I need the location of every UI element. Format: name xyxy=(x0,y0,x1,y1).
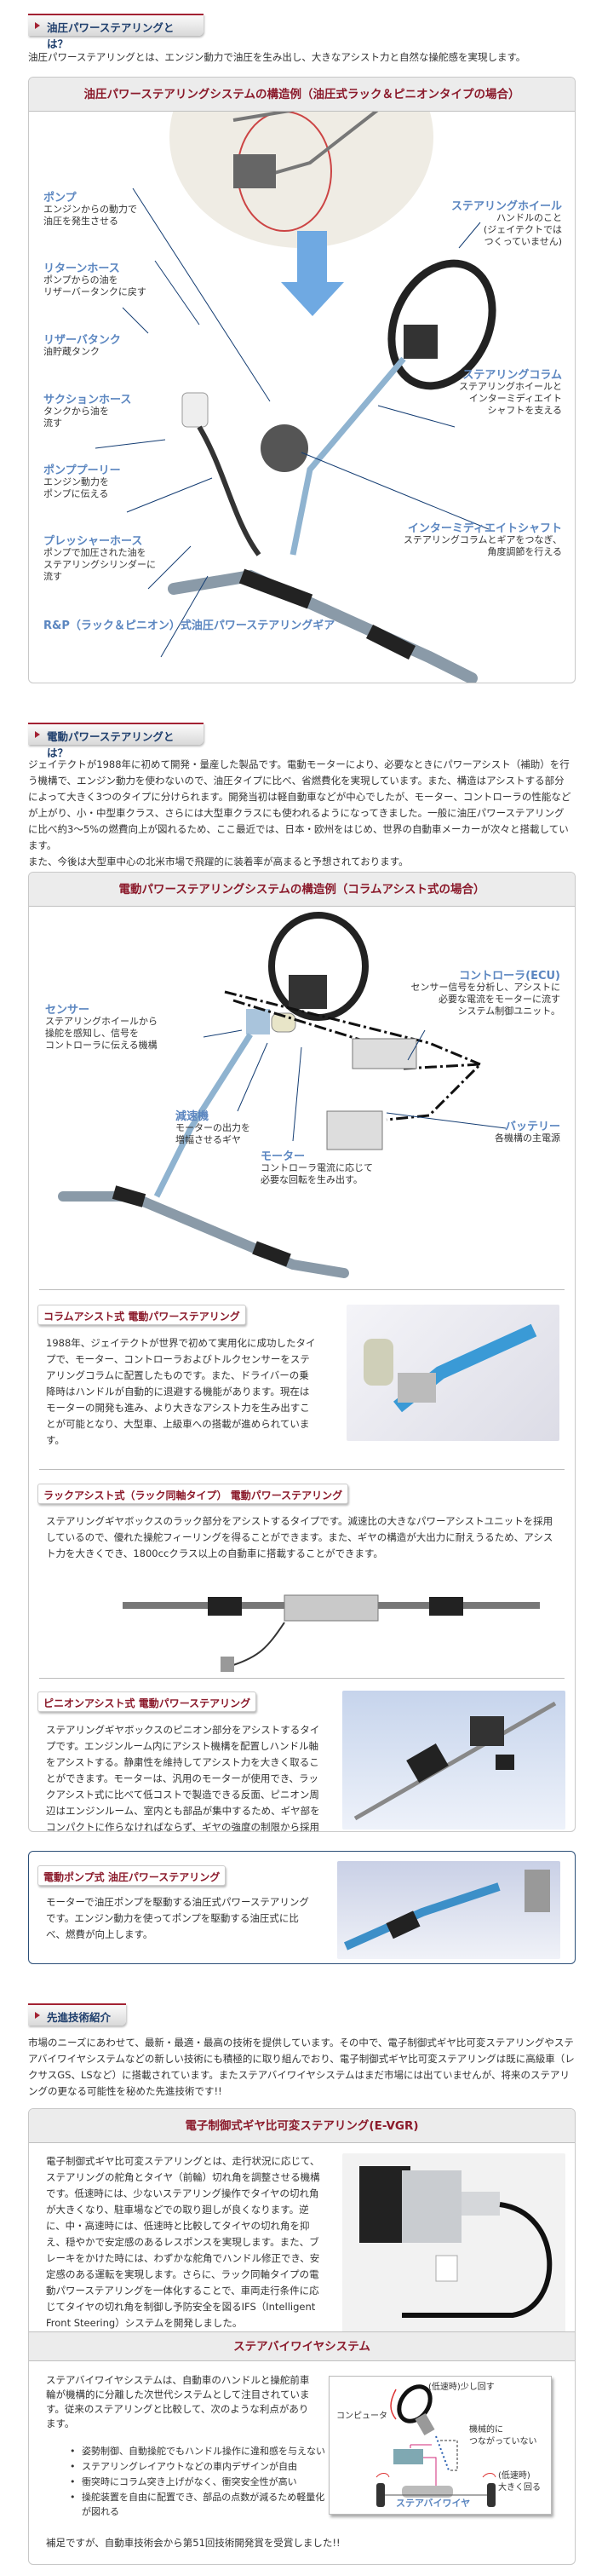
steering-wheel-image xyxy=(387,259,496,390)
column-assist-text: 1988年、ジェイテクトが世界で初めて実用化に成功したタイプで、モーター、コント… xyxy=(46,1337,316,1446)
car-cutaway-image xyxy=(169,112,433,248)
computer-box-icon xyxy=(393,2449,423,2464)
electric-paragraph: ジェイテクトが1988年に初めて開発・量産した製品です。電動モーターにより、必要… xyxy=(28,757,573,870)
sbw-text: ステアバイワイヤシステムは、自動車のハンドルと操舵前車輪が機構的に分離した次世代… xyxy=(46,2374,310,2429)
label-pump-pulley-title: ポンププーリー xyxy=(43,464,121,477)
electric-pump-text: モーターで油圧ポンプを駆動する油圧式パワーステアリングです。エンジン動力を使って… xyxy=(46,1896,309,1940)
label-pump-title: ポンプ xyxy=(43,192,77,205)
label-intermediate-shaft-text: ステアリングコラムとギアをつなぎ、 角度調節を行える xyxy=(403,534,562,557)
sbw-wheel-turn-label: (低速時) 大きく回る xyxy=(498,2471,541,2492)
sbw-award-note: 補足ですが、自動車技術会から第51回技術開発賞を受賞しました!! xyxy=(46,2537,341,2549)
sbw-figure: (低速時)少し回す コンピュータ 機械的に つながっていない (低速時) 大きく… xyxy=(329,2376,552,2515)
label-pressure-hose-title: プレッシャーホース xyxy=(43,535,143,548)
column-shaft-image xyxy=(290,356,406,556)
electric-system-illustration: コントローラ(ECU) センサー信号を分析し、アシストに 必要な電流をモーターに… xyxy=(29,907,575,1282)
pinion-assist-text-body: ステアリングギヤボックスのピニオン部分をアシストするタイプです。エンジンルーム内… xyxy=(46,1724,320,1832)
label-return-hose-text: ポンプからの油を リザーバータンクに戻す xyxy=(43,274,146,297)
down-arrow-icon xyxy=(281,231,344,316)
column-assist-badge: コラムアシスト式 電動パワーステアリング xyxy=(37,1305,246,1325)
label-reducer-text: モーターの出力を 増幅させるギヤ xyxy=(175,1122,250,1145)
sbw-not-connected-label: 機械的に つながっていない xyxy=(469,2425,537,2446)
advanced-tech-paragraph: 市場のニーズにあわせて、最新・最適・最高の技術を提供しています。その中で、電子制… xyxy=(28,2037,575,2097)
label-pump-pulley-text: エンジン動力を ポンプに伝える xyxy=(43,476,109,499)
electric-system-drawing xyxy=(58,912,507,1278)
label-motor-title: モーター xyxy=(261,1150,306,1163)
label-rp-gear-title: R&P（ラック＆ピニオン）式油圧パワーステアリングギア xyxy=(43,620,335,632)
divider xyxy=(39,1678,565,1679)
label-pressure-hose-text: ポンプで加圧された油を ステアリングシリンダーに 流す xyxy=(43,547,156,582)
electric-pump-photo xyxy=(337,1861,560,1959)
rack-assist-text: ステアリングギヤボックスのラック部分をアシストするタイプです。減速比の大きなパワ… xyxy=(46,1515,553,1559)
pinion-assist-text: ステアリングギヤボックスのピニオン部分をアシストするタイプです。エンジンルーム内… xyxy=(46,1691,565,1832)
electric-pump-badge: 電動ポンプ式 油圧パワーステアリング xyxy=(37,1865,226,1886)
battery-image xyxy=(326,1110,383,1150)
label-reducer-title: 減速機 xyxy=(175,1110,209,1123)
rack-assist-photo xyxy=(114,1580,557,1678)
electric-paragraph-outlook: また、今後は大型車中心の北米市場で飛躍的に装着率が高まると予想されております。 xyxy=(28,856,409,867)
pinion-assist-badge: ピニオンアシスト式 電動パワーステアリング xyxy=(37,1691,257,1712)
electric-pump-box: 電動ポンプ式 油圧パワーステアリング モーターで油圧ポンプを駆動する油圧式パワー… xyxy=(28,1851,576,1964)
label-motor-text: コントローラ電流に応じて 必要な回転を生み出す。 xyxy=(261,1162,373,1185)
pinion-assist-photo xyxy=(342,1691,565,1830)
label-pump-text: エンジンからの動力で 油圧を発生させる xyxy=(43,204,137,227)
divider xyxy=(39,1469,565,1470)
controller-ecu-image xyxy=(352,1038,417,1069)
column-assist-photo xyxy=(347,1305,559,1441)
rack-image xyxy=(58,1191,349,1278)
divider xyxy=(39,1289,565,1290)
label-sensor-title: センサー xyxy=(45,1004,90,1017)
label-battery-text: 各機構の主電源 xyxy=(495,1132,560,1144)
section-heading-advanced-tech: 先進技術紹介 xyxy=(28,2003,126,2026)
pump-pulley-image xyxy=(261,424,308,472)
sbw-benefit-item: 操舵装置を自由に配置でき、部品の点数が減るため軽量化が図れる xyxy=(70,2490,325,2519)
sbw-diagram xyxy=(376,2384,496,2507)
label-reservoir-text: 油貯蔵タンク xyxy=(43,346,100,357)
sbw-benefits-list: 姿勢制御、自動操舵でもハンドル操作に違和感を与えない ステアリングレイアウトなど… xyxy=(70,2444,325,2519)
label-suction-hose-text: タンクから油を 流す xyxy=(43,406,109,429)
rack-assist-badge: ラックアシスト式（ラック同軸タイプ） 電動パワーステアリング xyxy=(37,1484,349,1504)
sbw-caption: ステアバイワイヤ xyxy=(396,2498,471,2509)
electric-diagram-box: 電動パワーステアリングシステムの構造例（コラムアシスト式の場合） xyxy=(28,872,576,1832)
steering-wheel-icon xyxy=(397,2384,433,2423)
label-controller-title: コントローラ(ECU) xyxy=(459,970,560,983)
label-controller-text: センサー信号を分析し、アシストに 必要な電流をモーターに流す システム制御ユニッ… xyxy=(410,982,560,1017)
sbw-title: ステアバイワイヤシステム xyxy=(29,2331,575,2361)
label-steering-column-title: ステアリングコラム xyxy=(462,369,562,382)
sbw-benefit-item: 衝突時にコラム突き上げがなく、衝突安全性が高い xyxy=(70,2475,325,2489)
hydraulic-intro: 油圧パワーステアリングとは、エンジン動力で油圧を生み出し、大きなアシスト力と自然… xyxy=(28,51,526,63)
label-suction-hose-title: サクションホース xyxy=(43,394,132,406)
label-sensor-text: ステアリングホイールから 操舵を感知し、信号を コントローラに伝える機構 xyxy=(45,1016,158,1051)
sensor-image xyxy=(246,1009,270,1034)
evgr-text-body: 電子制御式ギヤ比可変ステアリングとは、走行状況に応じて、ステアリングの舵角とタイ… xyxy=(46,2155,320,2329)
rotate-arrow-icon xyxy=(390,2389,397,2420)
electric-paragraph-main: ジェイテクトが1988年に初めて開発・量産した製品です。電動モーターにより、必要… xyxy=(28,758,571,851)
sbw-benefit-item: ステアリングレイアウトなどの車内デザインが自由 xyxy=(70,2459,325,2474)
advanced-tech-box: 電子制御式ギヤ比可変ステアリング(E-VGR) 電子制御式ギヤ比可変ステアリング… xyxy=(28,2108,576,2565)
steering-wheel-image xyxy=(268,912,369,1021)
sbw-computer-label: コンピュータ xyxy=(336,2412,387,2421)
label-steering-wheel-title: ステアリングホイール xyxy=(450,200,562,213)
label-intermediate-shaft-title: インターミディエイトシャフト xyxy=(407,522,562,535)
section-heading-electric: 電動パワーステアリングとは？ xyxy=(28,723,204,759)
hydraulic-system-illustration: ポンプ エンジンからの動力で 油圧を発生させる リターンホース ポンプからの油を… xyxy=(29,112,575,683)
hydraulic-diagram-title: 油圧パワーステアリングシステムの構造例（油圧式ラック＆ピニオンタイプの場合） xyxy=(29,78,575,112)
label-steering-wheel-text: ハンドルのこと (ジェイテクトでは つくっていません) xyxy=(483,212,562,247)
rack-pinion-gear-image xyxy=(168,569,478,683)
evgr-title: 電子制御式ギヤ比可変ステアリング(E-VGR) xyxy=(29,2109,575,2143)
evgr-photo xyxy=(342,2153,565,2343)
electric-diagram-title: 電動パワーステアリングシステムの構造例（コラムアシスト式の場合） xyxy=(29,873,575,907)
hydraulic-diagram-box: 油圧パワーステアリングシステムの構造例（油圧式ラック＆ピニオンタイプの場合） xyxy=(28,77,576,683)
section-heading-hydraulic: 油圧パワーステアリングとは？ xyxy=(28,14,204,50)
hydraulic-system-drawing xyxy=(95,112,496,683)
sbw-benefit-item: 姿勢制御、自動操舵でもハンドル操作に違和感を与えない xyxy=(70,2444,325,2458)
label-battery-title: バッテリー xyxy=(504,1121,560,1133)
sbw-low-speed-turn-label: (低速時)少し回す xyxy=(428,2383,495,2392)
signal-line xyxy=(410,2444,437,2487)
label-steering-column-text: ステアリングホイールと インターミディエイト シャフトを支える xyxy=(459,381,562,416)
evgr-text: 電子制御式ギヤ比可変ステアリングとは、走行状況に応じて、ステアリングの舵角とタイ… xyxy=(46,2153,565,2346)
label-reservoir-title: リザーバタンク xyxy=(43,334,121,347)
label-return-hose-title: リターンホース xyxy=(43,262,120,275)
